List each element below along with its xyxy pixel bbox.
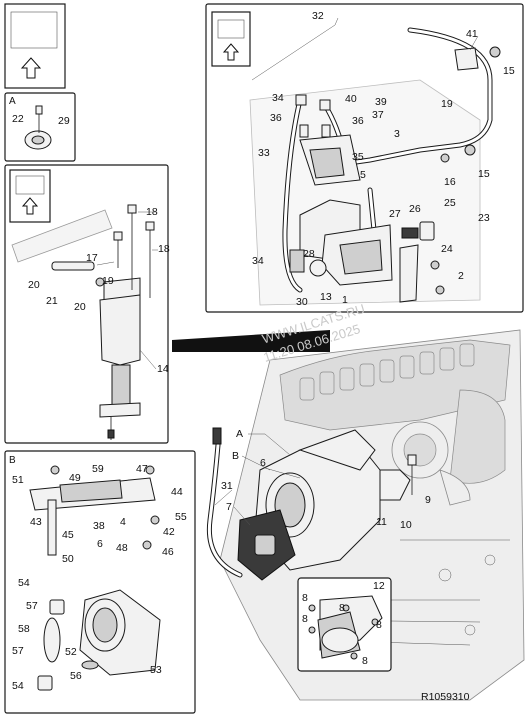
callout-15b: 15 (478, 168, 490, 180)
view-orientation-icon (10, 11, 58, 79)
leader-lines (96, 17, 479, 526)
callout-18b: 18 (158, 243, 170, 255)
panel-a-letter: A (9, 96, 16, 107)
callout-30: 30 (296, 296, 308, 308)
panel-pump-bracket (4, 164, 169, 444)
callout-26: 26 (409, 203, 421, 215)
callout-20a: 20 (28, 279, 40, 291)
callout-47: 47 (136, 463, 148, 475)
callout-50: 50 (62, 553, 74, 565)
callout-48: 48 (116, 542, 128, 554)
callout-16: 16 (444, 176, 456, 188)
callout-34b: 34 (252, 255, 264, 267)
panel-egr-lines (205, 3, 524, 313)
callout-9: 9 (425, 494, 431, 506)
callout-8d: 8 (376, 619, 382, 631)
callout-45: 45 (62, 529, 74, 541)
callout-59: 59 (92, 463, 104, 475)
callout-17: 17 (86, 252, 98, 264)
callout-5: 5 (360, 169, 366, 181)
callout-11: 11 (376, 516, 387, 528)
callout-14: 14 (157, 363, 169, 375)
callout-52: 52 (65, 646, 77, 658)
callout-39: 39 (375, 96, 387, 108)
callout-53: 53 (150, 664, 162, 676)
callout-2: 2 (458, 270, 464, 282)
callout-4: 4 (120, 516, 126, 528)
callout-54b: 54 (12, 680, 24, 692)
callout-8c: 8 (302, 613, 308, 625)
callout-15a: 15 (503, 65, 515, 77)
exhaust-throttle-assembly (237, 429, 411, 581)
callout-38: 38 (93, 520, 105, 532)
view-orientation-icon (217, 19, 245, 61)
callout-56: 56 (70, 670, 82, 682)
callout-A: A (236, 428, 243, 440)
callout-57a: 57 (26, 600, 38, 612)
sensor-cable (206, 427, 243, 578)
callout-43: 43 (30, 516, 42, 528)
callout-36a: 36 (270, 112, 282, 124)
callout-42: 42 (163, 526, 175, 538)
callout-46: 46 (162, 546, 174, 558)
callout-34a: 34 (272, 92, 284, 104)
callout-32: 32 (312, 10, 324, 22)
callout-20b: 20 (74, 301, 86, 313)
callout-58: 58 (18, 623, 30, 635)
callout-8e: 8 (362, 655, 368, 667)
callout-1: 1 (342, 294, 348, 306)
callout-8a: 8 (302, 592, 308, 604)
callout-6: 6 (260, 457, 266, 469)
callout-24: 24 (441, 243, 453, 255)
callout-51: 51 (12, 474, 24, 486)
callout-31: 31 (221, 480, 233, 492)
panel-b-letter: B (9, 455, 16, 466)
callout-19-top: 19 (441, 98, 453, 110)
callout-35: 35 (352, 151, 364, 163)
callout-36b: 36 (352, 115, 364, 127)
callout-25: 25 (444, 197, 456, 209)
callout-23: 23 (478, 212, 490, 224)
callout-55: 55 (175, 511, 187, 523)
callout-54a: 54 (18, 577, 30, 589)
callout-21: 21 (46, 295, 58, 307)
callout-22: 22 (12, 113, 24, 125)
callout-33: 33 (258, 147, 270, 159)
bolt-9 (407, 454, 417, 495)
drawing-reference-code: R1059310 (421, 691, 470, 703)
callout-8b: 8 (339, 602, 345, 614)
callout-28: 28 (303, 248, 315, 260)
callout-19: 19 (102, 275, 114, 287)
callout-10: 10 (400, 519, 412, 531)
panel-b-throttle-linkage (4, 450, 196, 714)
callout-40: 40 (345, 93, 357, 105)
callout-37: 37 (372, 109, 384, 121)
callout-57b: 57 (12, 645, 24, 657)
callout-3: 3 (394, 128, 400, 140)
callout-27: 27 (389, 208, 401, 220)
callout-B: B (232, 450, 239, 462)
callout-12: 12 (373, 580, 385, 592)
callout-7: 7 (226, 501, 232, 513)
callout-29: 29 (58, 115, 70, 127)
callout-44: 44 (171, 486, 183, 498)
panel-a-clamp (4, 3, 76, 162)
view-orientation-icon (15, 175, 45, 215)
callout-49: 49 (69, 472, 81, 484)
callout-6-b: 6 (97, 538, 103, 550)
detail-inset-throttle-plate (297, 577, 392, 672)
callout-41: 41 (466, 28, 478, 40)
reference-pointer (172, 330, 330, 352)
callout-13: 13 (320, 291, 332, 303)
